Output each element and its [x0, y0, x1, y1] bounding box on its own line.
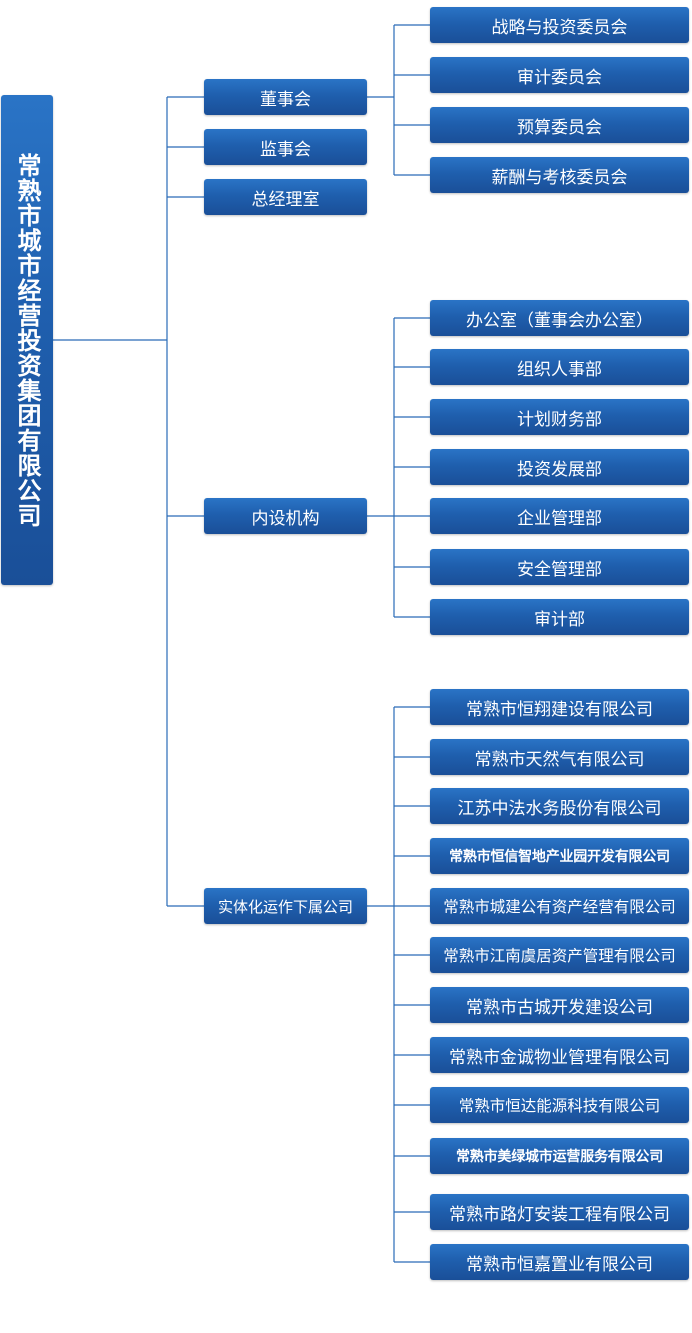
org-node-committee: 预算委员会 [430, 107, 689, 143]
org-node-department: 安全管理部 [430, 549, 689, 585]
org-node-subsidiary-company: 常熟市恒信智地产业园开发有限公司 [430, 838, 689, 874]
org-node-committee: 审计委员会 [430, 57, 689, 93]
org-node-subsidiaries: 实体化运作下属公司 [204, 888, 367, 924]
org-node-subsidiary-company: 常熟市美绿城市运营服务有限公司 [430, 1138, 689, 1174]
org-node-department: 计划财务部 [430, 399, 689, 435]
org-node-committee: 薪酬与考核委员会 [430, 157, 689, 193]
org-node-subsidiary-company: 常熟市路灯安装工程有限公司 [430, 1194, 689, 1230]
org-node-subsidiary-company: 常熟市恒嘉置业有限公司 [430, 1244, 689, 1280]
org-node-general-manager-office: 总经理室 [204, 179, 367, 215]
org-node-department: 审计部 [430, 599, 689, 635]
org-node-subsidiary-company: 常熟市恒达能源科技有限公司 [430, 1087, 689, 1123]
org-node-subsidiary-company: 常熟市恒翔建设有限公司 [430, 689, 689, 725]
org-node-subsidiary-company: 常熟市古城开发建设公司 [430, 987, 689, 1023]
org-node-subsidiary-company: 常熟市江南虞居资产管理有限公司 [430, 937, 689, 973]
org-node-department: 办公室（董事会办公室） [430, 300, 689, 336]
org-node-subsidiary-company: 常熟市城建公有资产经营有限公司 [430, 888, 689, 924]
org-node-department: 投资发展部 [430, 449, 689, 485]
org-node-internal-departments: 内设机构 [204, 498, 367, 534]
org-node-department: 企业管理部 [430, 498, 689, 534]
org-node-board-of-supervisors: 监事会 [204, 129, 367, 165]
org-node-committee: 战略与投资委员会 [430, 7, 689, 43]
org-node-subsidiary-company: 常熟市天然气有限公司 [430, 739, 689, 775]
org-root-node: 常熟市城市经营投资集团有限公司 [1, 95, 53, 585]
org-node-board-of-directors: 董事会 [204, 79, 367, 115]
org-node-department: 组织人事部 [430, 349, 689, 385]
org-node-subsidiary-company: 江苏中法水务股份有限公司 [430, 788, 689, 824]
org-node-subsidiary-company: 常熟市金诚物业管理有限公司 [430, 1037, 689, 1073]
